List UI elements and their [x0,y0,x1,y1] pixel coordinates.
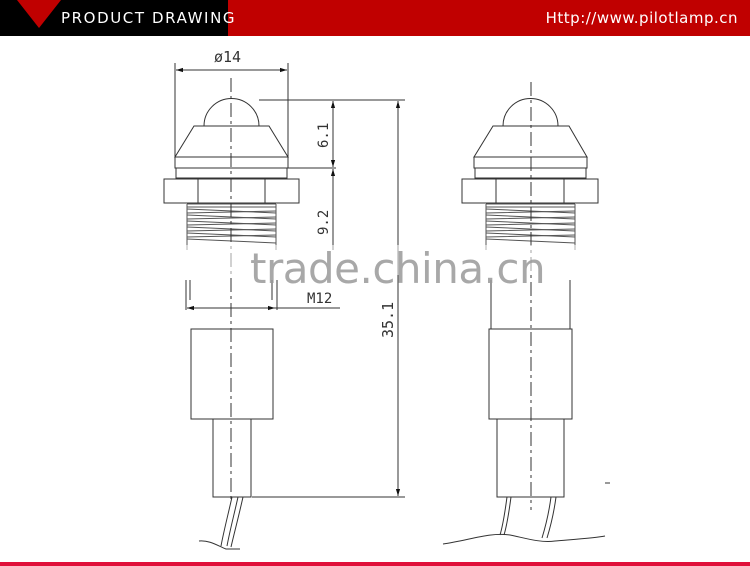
header-bar: PRODUCT DRAWING Http://www.pilotlamp.cn [0,0,750,36]
page-title: PRODUCT DRAWING [61,9,237,27]
watermark: trade.china.cn [250,244,546,293]
dim-thread-length: 9.2 [316,210,332,235]
dimension-labels: ø14 6.1 9.2 M12 35.1 [214,48,397,338]
footer-bar [0,562,750,566]
dim-cap-height: 6.1 [316,123,332,148]
side-view [442,82,606,545]
front-view [163,63,405,550]
dim-total-length: 35.1 [379,302,397,338]
dim-diameter: ø14 [214,48,241,66]
website-link[interactable]: Http://www.pilotlamp.cn [545,9,738,27]
dim-thread-size: M12 [307,291,332,307]
header-triangle-icon [17,0,61,28]
